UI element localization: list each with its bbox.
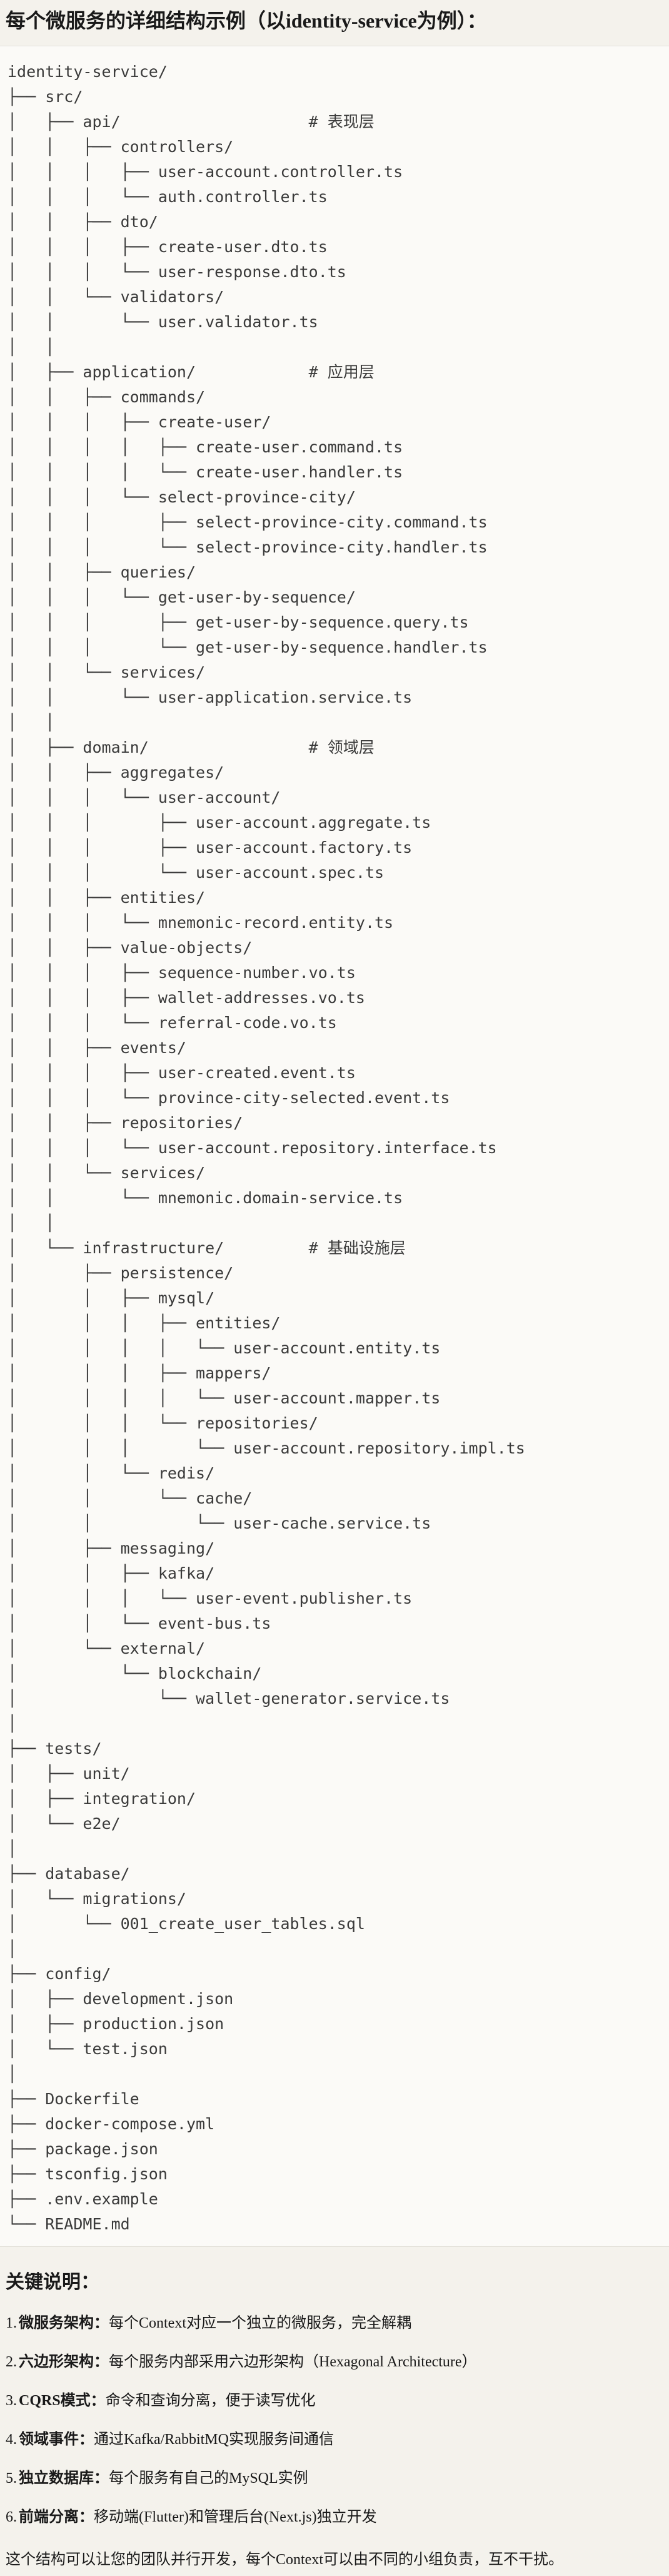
note-item: 1.微服务架构：每个Context对应一个独立的微服务，完全解耦 [6, 2313, 663, 2334]
notes-heading: 关键说明： [6, 2272, 99, 2293]
page-title: 每个微服务的详细结构示例（以identity-service为例）： [6, 9, 487, 32]
note-item: 2.六边形架构：每个服务内部采用六边形架构（Hexagonal Architec… [6, 2351, 663, 2373]
note-term: 领域事件： [19, 2431, 94, 2448]
note-term: 独立数据库： [19, 2470, 109, 2487]
closing-paragraph: 这个结构可以让您的团队并行开发，每个Context可以由不同的小组负责，互不干扰… [6, 2552, 563, 2568]
note-text: 移动端(Flutter)和管理后台(Next.js)独立开发 [94, 2509, 377, 2525]
note-item: 6.前端分离：移动端(Flutter)和管理后台(Next.js)独立开发 [6, 2507, 663, 2528]
notes-list: 1.微服务架构：每个Context对应一个独立的微服务，完全解耦 2.六边形架构… [6, 2313, 663, 2528]
note-number: 3. [6, 2393, 17, 2409]
directory-tree: identity-service/ ├── src/ │ ├── api/ # … [8, 63, 525, 2233]
note-term: 六边形架构： [19, 2354, 109, 2370]
note-term: 微服务架构： [19, 2315, 109, 2331]
note-number: 4. [6, 2431, 17, 2448]
note-number: 1. [6, 2315, 17, 2331]
notes-section: 关键说明： 1.微服务架构：每个Context对应一个独立的微服务，完全解耦 2… [0, 2269, 669, 2570]
note-number: 6. [6, 2509, 17, 2525]
note-number: 2. [6, 2354, 17, 2370]
note-text: 每个Context对应一个独立的微服务，完全解耦 [109, 2315, 411, 2331]
note-term: CQRS模式： [19, 2393, 106, 2409]
note-item: 5.独立数据库：每个服务有自己的MySQL实例 [6, 2468, 663, 2489]
note-number: 5. [6, 2470, 17, 2487]
note-text: 每个服务有自己的MySQL实例 [109, 2470, 308, 2487]
note-item: 4.领域事件：通过Kafka/RabbitMQ实现服务间通信 [6, 2429, 663, 2450]
note-text: 命令和查询分离，便于读写优化 [105, 2393, 316, 2409]
directory-tree-block: identity-service/ ├── src/ │ ├── api/ # … [0, 46, 669, 2247]
note-item: 3.CQRS模式：命令和查询分离，便于读写优化 [6, 2390, 663, 2411]
note-term: 前端分离： [19, 2509, 94, 2525]
note-text: 通过Kafka/RabbitMQ实现服务间通信 [94, 2431, 334, 2448]
note-text: 每个服务内部采用六边形架构（Hexagonal Architecture） [109, 2354, 477, 2370]
